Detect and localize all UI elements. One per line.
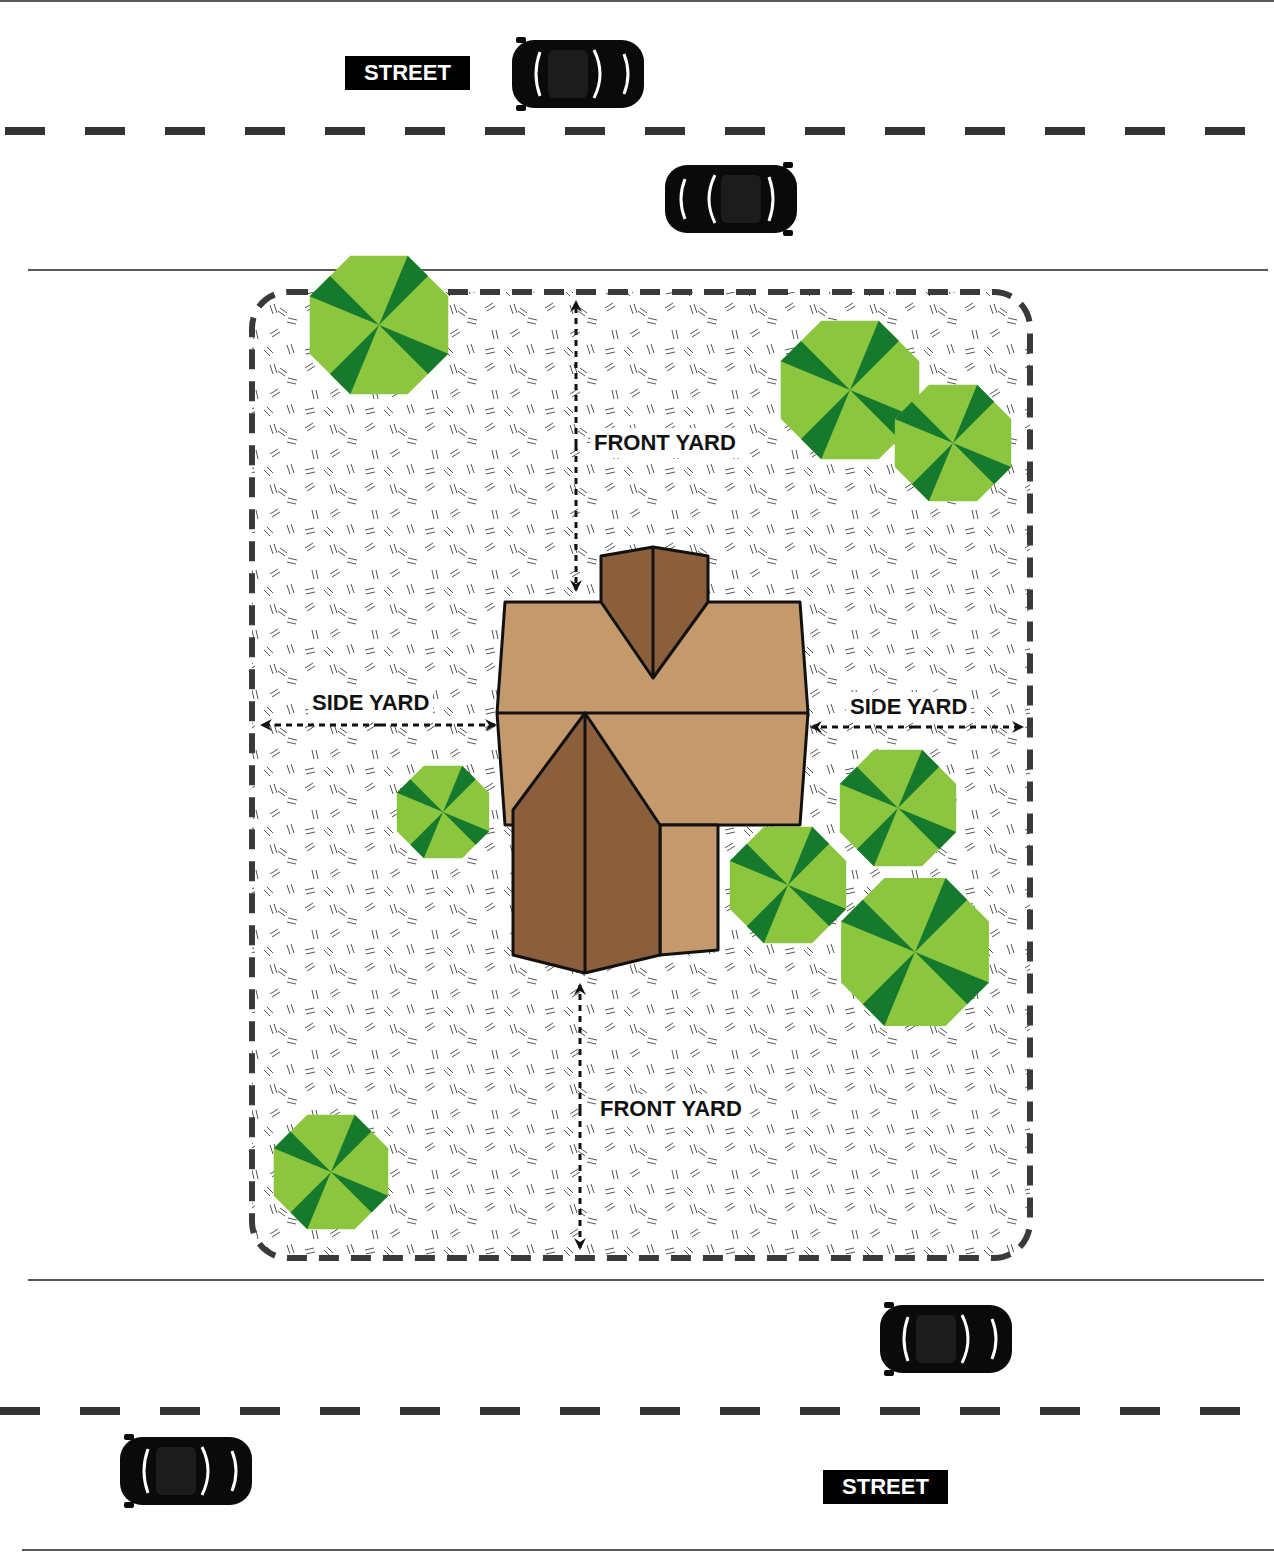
tree-wedge xyxy=(331,1115,372,1172)
trees xyxy=(274,256,1011,1230)
street-name: STREET xyxy=(842,1474,929,1500)
car xyxy=(120,1434,252,1508)
tree-wedge xyxy=(379,256,428,325)
street-sign: STREET xyxy=(823,1470,948,1504)
tree-wedge xyxy=(274,1131,331,1172)
tree-wedge xyxy=(915,952,989,1004)
lot-boundary xyxy=(252,292,1030,1258)
yard-label: SIDE YARD xyxy=(308,688,433,718)
tree-crown xyxy=(274,1115,389,1230)
yard-label: FRONT YARD xyxy=(590,428,740,458)
car xyxy=(512,37,644,111)
tree-wedge xyxy=(290,1172,331,1229)
tree-wedge xyxy=(781,341,850,390)
tree-wedge xyxy=(915,878,967,952)
tree-wedge xyxy=(841,900,915,952)
yard-label: FRONT YARD xyxy=(596,1094,746,1124)
tree-wedge xyxy=(840,767,898,808)
tree-wedge xyxy=(443,812,489,845)
tree-crown xyxy=(730,827,846,943)
tree-wedge xyxy=(788,885,846,926)
tree-wedge xyxy=(788,827,829,885)
tree-crown xyxy=(841,878,989,1026)
cars xyxy=(120,37,1012,1508)
tree-wedge xyxy=(850,321,899,390)
street-name: STREET xyxy=(364,60,451,86)
tree-wedge xyxy=(898,808,956,849)
tree-wedge xyxy=(857,808,898,866)
tree-wedge xyxy=(410,812,443,858)
tree-wedge xyxy=(310,276,379,325)
tree-wedge xyxy=(443,766,476,812)
street-sign: STREET xyxy=(345,56,470,90)
tree-wedge xyxy=(331,1172,388,1213)
tree-wedge xyxy=(747,885,788,943)
tree-crown xyxy=(895,385,1011,501)
tree-wedge xyxy=(953,443,1011,484)
tree-crown xyxy=(397,766,489,858)
tree-wedge xyxy=(863,952,915,1026)
center-lines xyxy=(0,131,1274,1411)
tree-wedge xyxy=(912,443,953,501)
tree-wedge xyxy=(895,402,953,443)
tree-wedge xyxy=(397,779,443,812)
dimension-arrows xyxy=(262,302,1022,1248)
tree-wedge xyxy=(801,390,850,459)
tree-wedge xyxy=(330,325,379,394)
tree-wedge xyxy=(953,385,994,443)
tree-wedge xyxy=(730,844,788,885)
tree-crown xyxy=(840,750,956,866)
tree-wedge xyxy=(898,750,939,808)
car xyxy=(665,162,797,236)
tree-crown xyxy=(310,256,449,395)
car xyxy=(880,1302,1012,1376)
yard-label: SIDE YARD xyxy=(846,692,971,722)
tree-wedge xyxy=(379,325,448,374)
